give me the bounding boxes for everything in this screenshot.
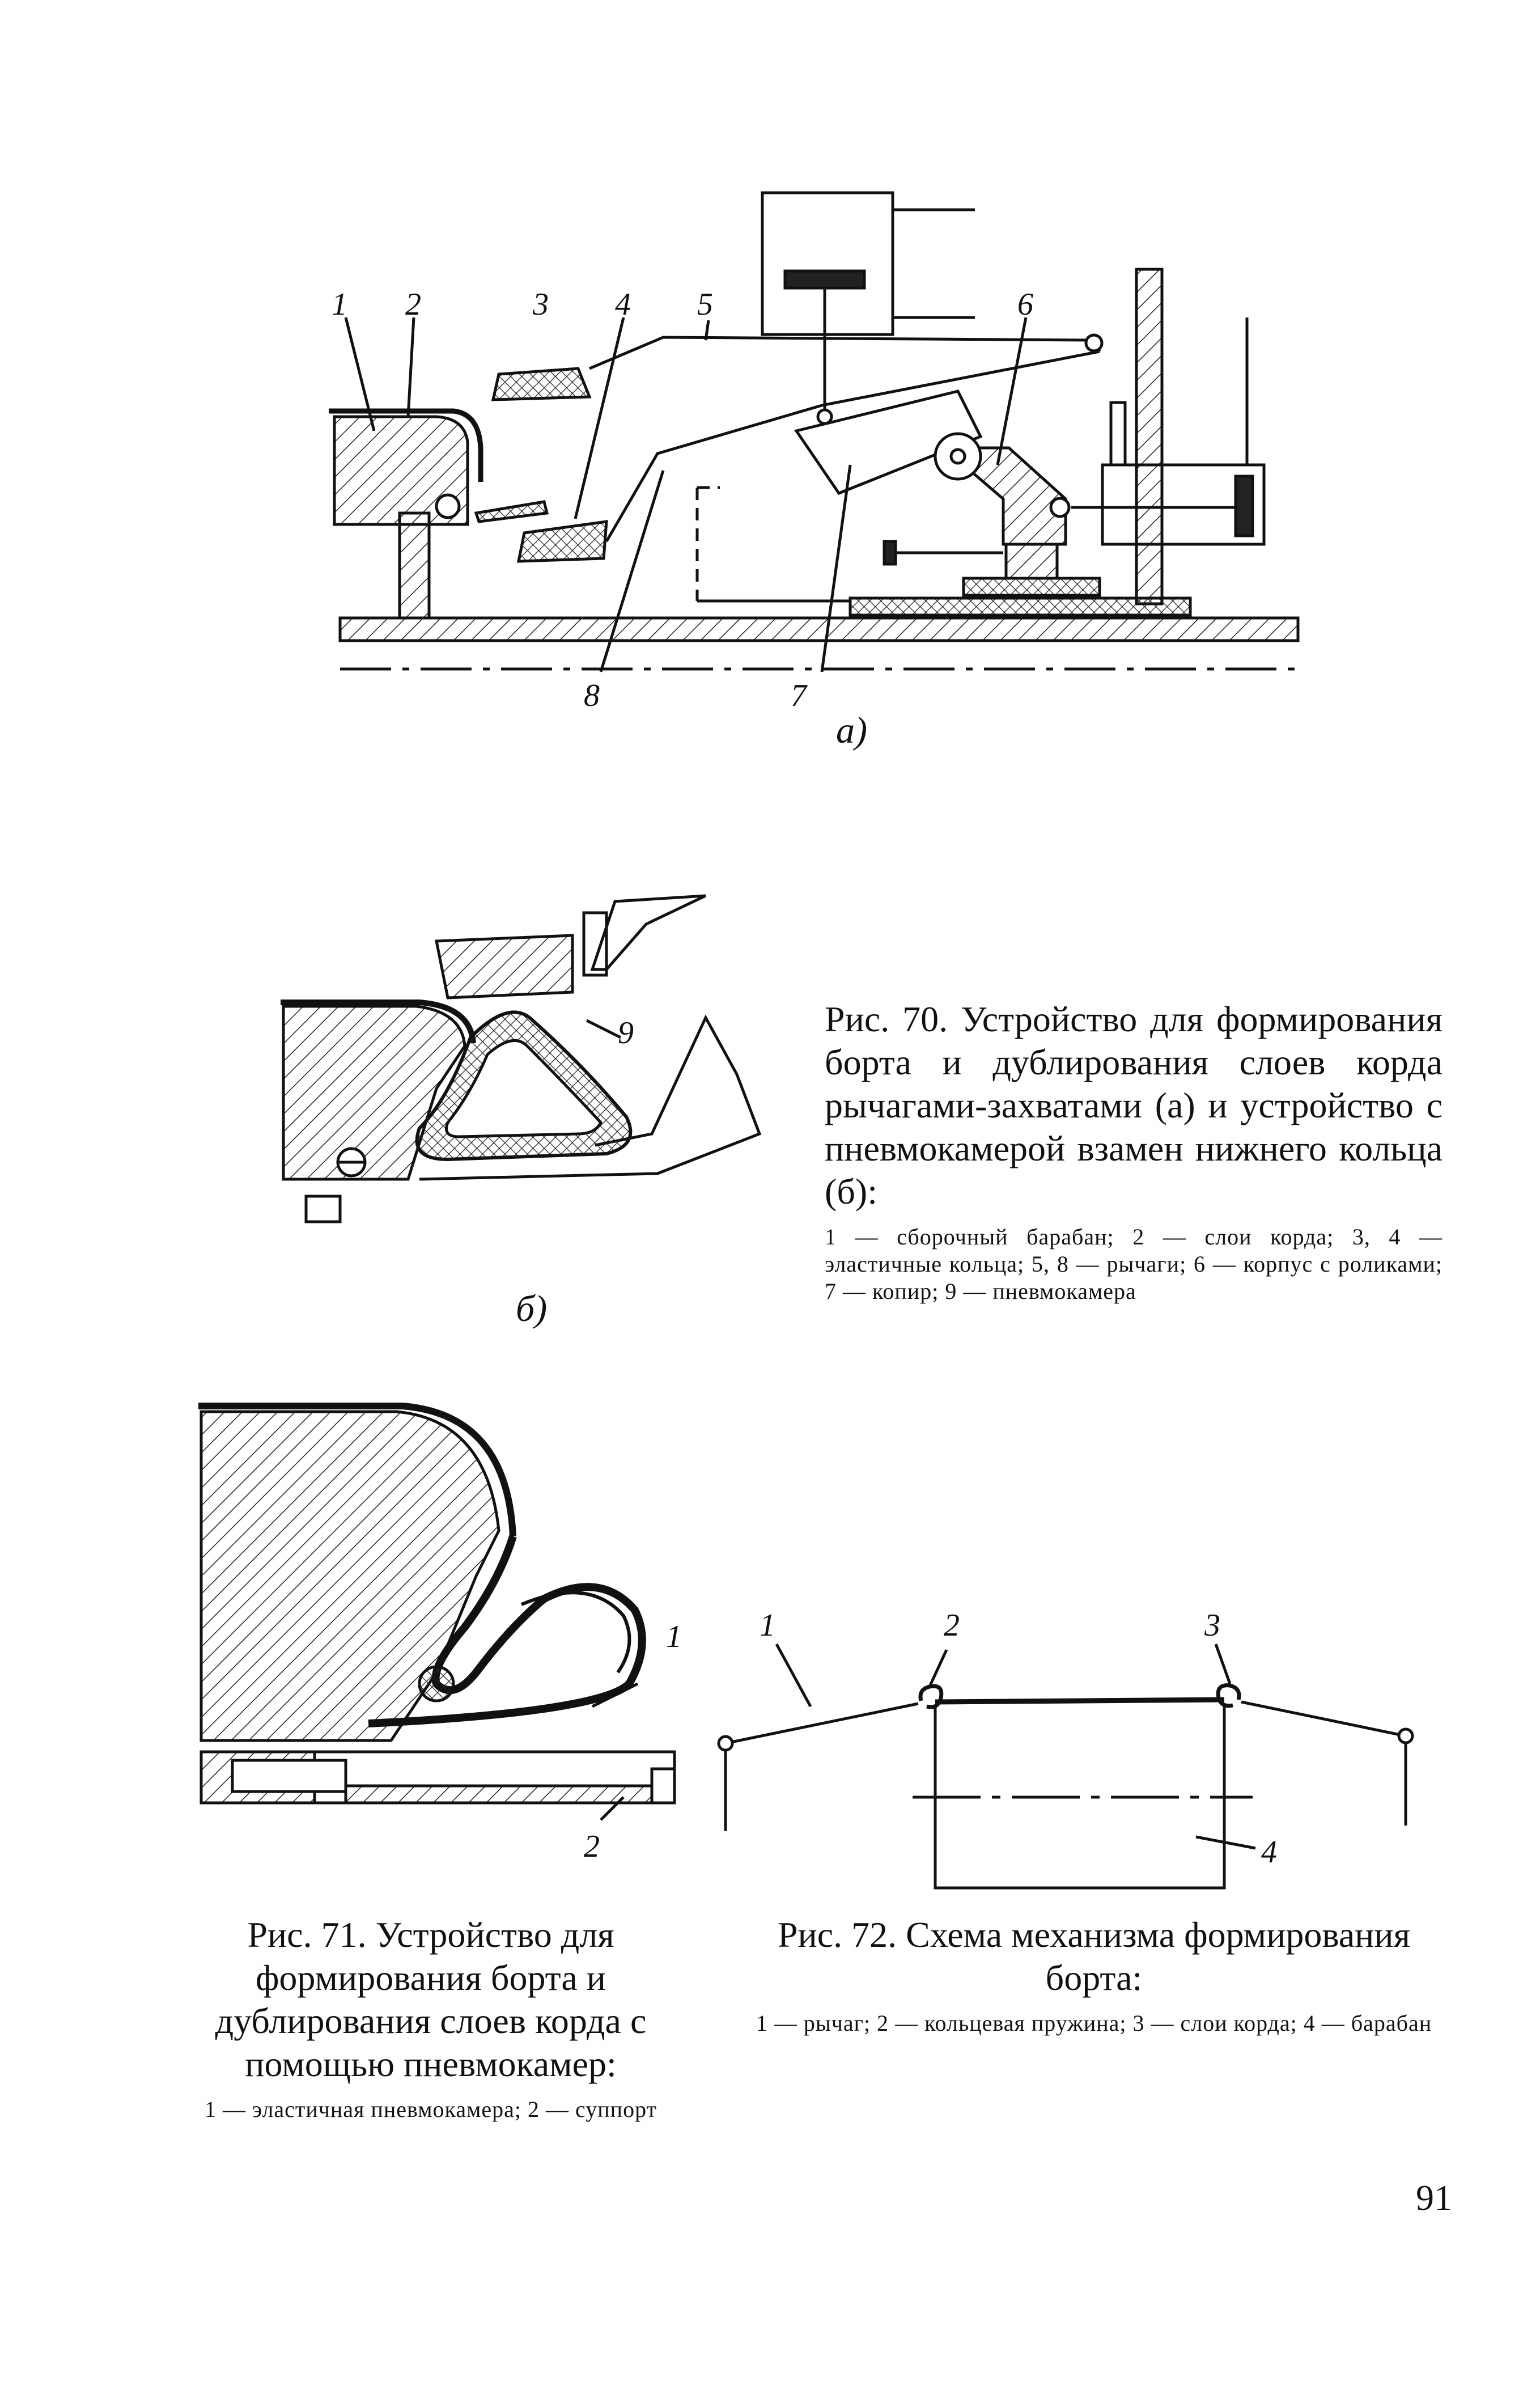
fig71-caption-title: Рис. 71. Устройство для формирования бор… <box>215 1915 647 2084</box>
elastic-ring-4 <box>516 520 608 563</box>
lever-8 <box>605 350 1100 543</box>
fig72-label-2: 2 <box>944 1608 960 1643</box>
fig70a-sublabel: а) <box>836 710 867 751</box>
fig70-caption-title: Рис. 70. Устройство для формирования бор… <box>825 999 1443 1212</box>
fig71-caption: Рис. 71. Устройство для формирования бор… <box>176 1913 686 2123</box>
figure-72: 1 2 3 4 <box>717 1608 1414 1890</box>
fig70a-label-1: 1 <box>332 287 347 322</box>
cord-layers <box>329 408 483 482</box>
fig72-caption-legend: 1 — рычаг; 2 — кольцевая пружина; 3 — сл… <box>756 2010 1432 2036</box>
copier-7 <box>794 389 983 496</box>
fig70a-label-4: 4 <box>615 287 631 322</box>
fig72-caption-title: Рис. 72. Схема механизма формирования бо… <box>777 1915 1411 1998</box>
fig72-label-1: 1 <box>760 1608 775 1643</box>
fig70a-label-5: 5 <box>697 287 713 322</box>
figure-70a: 1 2 3 4 5 6 7 8 а) <box>329 191 1300 751</box>
fig70b-label-9: 9 <box>618 1015 634 1051</box>
fig70a-label-2: 2 <box>405 287 421 322</box>
fig70-caption: Рис. 70. Устройство для формирования бор… <box>825 998 1443 1305</box>
fig70b-sublabel: б) <box>516 1288 547 1329</box>
fig71-label-1: 1 <box>666 1619 682 1654</box>
assembly-drum <box>333 415 469 526</box>
ring-spring-left <box>918 1684 944 1709</box>
drum-section <box>200 1410 500 1742</box>
fig71-caption-legend: 1 — эластичная пневмокамера; 2 — суппорт <box>204 2097 657 2122</box>
fig70a-label-3: 3 <box>532 287 549 322</box>
bead-ring <box>418 1665 455 1703</box>
elastic-ring <box>434 934 574 1000</box>
page-number: 91 <box>1416 2178 1452 2218</box>
fig70a-label-7: 7 <box>791 678 808 713</box>
fig70a-label-8: 8 <box>584 678 600 713</box>
figure-70b: 9 б) <box>281 894 762 1329</box>
fig71-label-2: 2 <box>584 1829 600 1864</box>
fig70-caption-legend: 1 — сборочный барабан; 2 — слои корда; 3… <box>825 1224 1443 1304</box>
fig72-caption: Рис. 72. Схема механизма формирования бо… <box>737 1913 1451 2037</box>
figure-71: 1 2 <box>198 1403 682 1864</box>
ring-spring-right <box>1216 1683 1241 1708</box>
fig72-label-4: 4 <box>1261 1835 1277 1870</box>
fig72-label-3: 3 <box>1204 1608 1220 1643</box>
fig70a-label-6: 6 <box>1017 287 1033 322</box>
lever-5 <box>589 336 1101 370</box>
base-plate <box>338 616 1300 642</box>
elastic-ring-3 <box>491 367 592 401</box>
